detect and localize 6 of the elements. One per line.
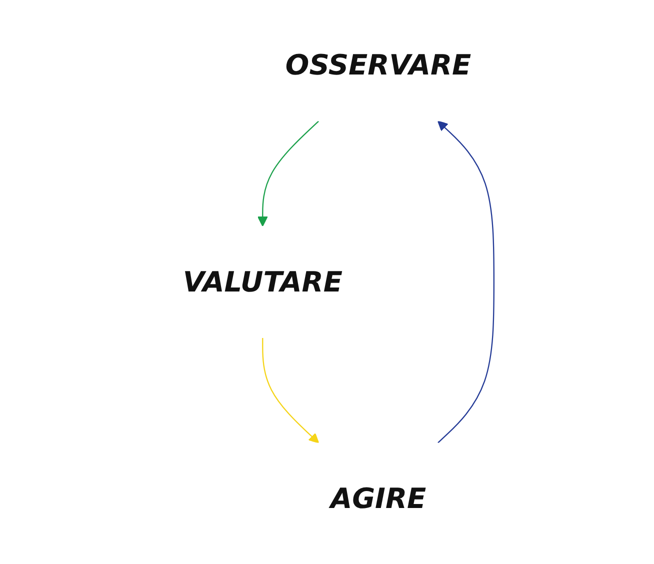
- arrow: [262, 338, 320, 444]
- arrow: [258, 120, 319, 227]
- node-text: OSSERVARE: [285, 48, 472, 82]
- arrow: [438, 120, 494, 444]
- node-text: AGIRE: [330, 482, 426, 516]
- node-text: VALUTARE: [182, 266, 342, 298]
